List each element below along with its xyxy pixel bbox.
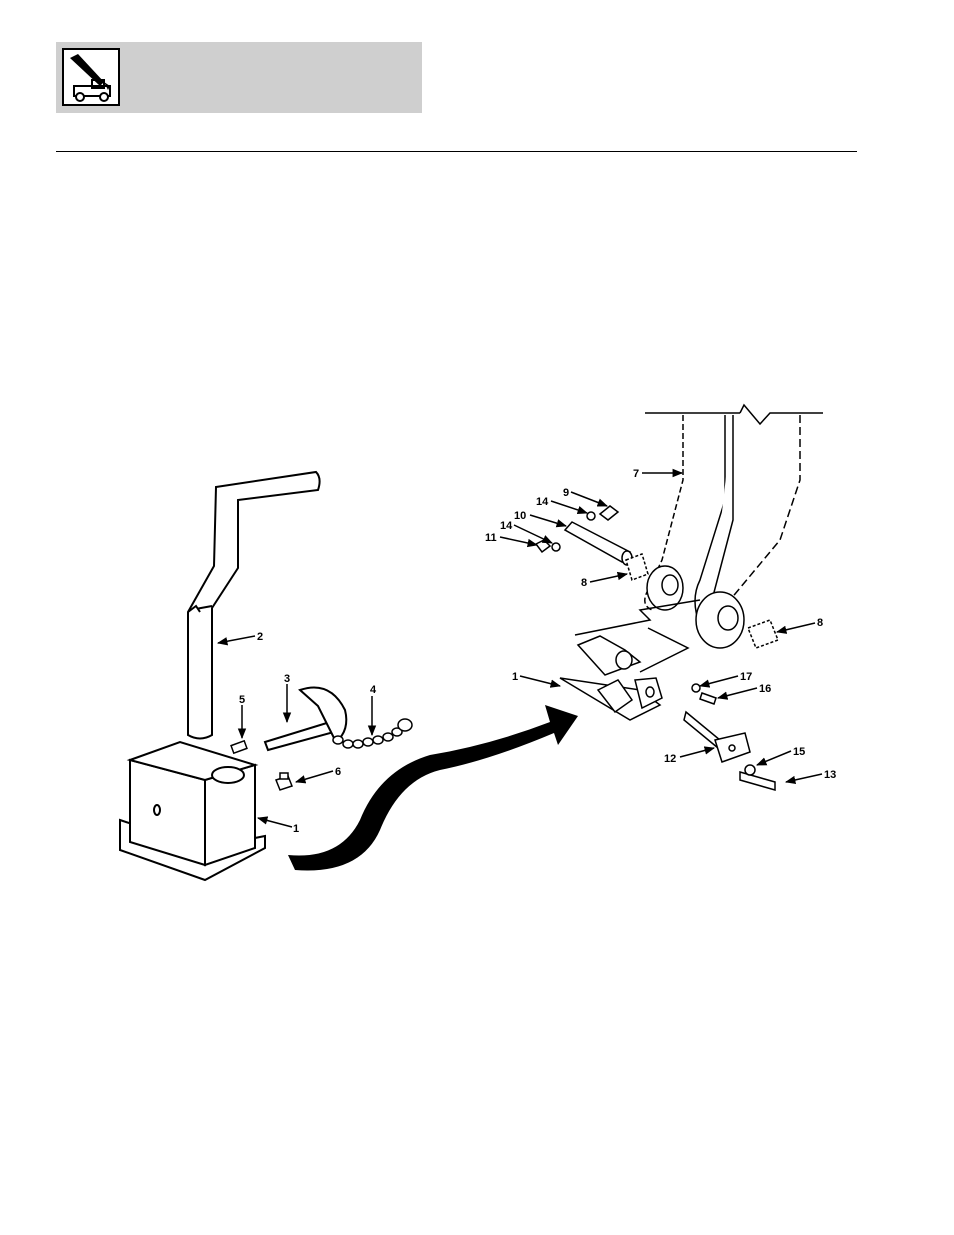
leader-15	[757, 751, 791, 765]
bolt-9	[600, 506, 618, 520]
leader-14-top	[551, 501, 587, 513]
boom-arm	[645, 415, 800, 648]
callout-5: 5	[239, 694, 245, 706]
leader-16	[718, 688, 757, 698]
washer-15	[745, 765, 755, 775]
leader-6	[296, 771, 333, 782]
leader-10	[530, 515, 566, 526]
bolt-16	[700, 693, 716, 704]
leader-12	[680, 748, 714, 757]
callout-14-low: 14	[500, 520, 513, 532]
callout-6: 6	[335, 766, 341, 778]
callout-7: 7	[633, 468, 639, 480]
callout-9: 9	[563, 487, 569, 499]
leader-14-low	[514, 525, 552, 543]
callout-15: 15	[793, 746, 805, 758]
washer-14-low	[552, 543, 560, 551]
leader-1-right	[520, 676, 560, 686]
callout-8-top: 8	[581, 577, 587, 589]
bushing-right	[748, 620, 778, 648]
callout-13: 13	[824, 769, 836, 781]
leader-17	[700, 676, 738, 686]
callout-12: 12	[664, 753, 676, 765]
leader-1-left	[258, 818, 292, 827]
mount-bracket-right	[560, 600, 700, 720]
callout-4: 4	[370, 684, 377, 696]
callout-2: 2	[257, 631, 263, 643]
callout-11: 11	[485, 532, 497, 544]
grease-fitting	[276, 773, 292, 790]
washer-17	[692, 684, 700, 692]
lever-handle	[188, 472, 320, 739]
callout-3: 3	[284, 673, 290, 685]
link-plate	[684, 712, 750, 762]
leader-9	[571, 492, 607, 506]
leader-2	[218, 636, 255, 643]
roll-pin	[231, 741, 247, 753]
callout-1-left: 1	[293, 823, 299, 835]
bolt-13	[740, 772, 775, 790]
callout-10: 10	[514, 510, 526, 522]
leader-8-top	[590, 574, 627, 582]
frame-edge	[645, 405, 823, 424]
pivot-pin	[565, 522, 632, 565]
callout-1-right: 1	[512, 671, 518, 683]
mount-block-left	[120, 742, 265, 880]
callout-8-right: 8	[817, 617, 823, 629]
callout-14-top: 14	[536, 496, 549, 508]
callout-17: 17	[740, 671, 752, 683]
leader-13	[786, 774, 822, 782]
callout-16: 16	[759, 683, 771, 695]
washer-14-top	[587, 512, 595, 520]
leader-11	[500, 537, 537, 545]
leader-8-right	[777, 623, 815, 632]
